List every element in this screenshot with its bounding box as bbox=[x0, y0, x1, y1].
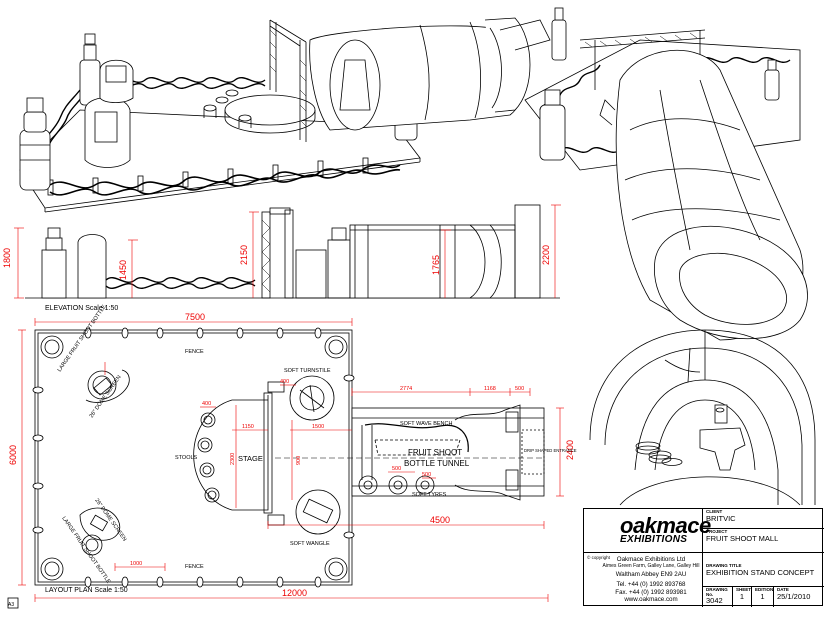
company-name: Oakmace Exhibitions Ltd bbox=[616, 556, 686, 563]
title-block: oakmace EXHIBITIONS © copyright Oakmace … bbox=[583, 508, 824, 607]
truss-arch-left bbox=[269, 19, 307, 142]
dim-6000: 6000 bbox=[8, 445, 18, 465]
date-value: 25/1/2010 bbox=[777, 591, 811, 601]
truss-elevation bbox=[261, 207, 294, 299]
label-fence-bottom: FENCE bbox=[185, 564, 204, 570]
edition-value: 1 bbox=[760, 591, 765, 601]
phone: Tel. +44 (0) 1992 893768 bbox=[616, 581, 686, 589]
sheet-label: SHEET bbox=[736, 587, 752, 592]
stools-3d bbox=[203, 89, 252, 128]
dim-500-tyre-gap: 500 bbox=[422, 472, 431, 478]
dim-2400: 2400 bbox=[565, 440, 575, 460]
dim-1800: 1800 bbox=[2, 248, 12, 268]
website: www.oakmace.com bbox=[624, 596, 678, 604]
edition-cell: EDITION 1 bbox=[751, 586, 773, 607]
tunnel-interior-view bbox=[589, 329, 816, 506]
bottle-tunnel-3d bbox=[599, 49, 808, 341]
large-bottle-back bbox=[79, 33, 101, 106]
elevation-caption: ELEVATION Scale 1:50 bbox=[45, 305, 118, 312]
dim-12000: 12000 bbox=[282, 588, 307, 598]
layout-dim-labels: 7500 6000 12000 4500 2400 bbox=[8, 312, 575, 598]
dim-1450: 1450 bbox=[118, 260, 128, 280]
dim-500-tyres: 500 bbox=[392, 466, 401, 472]
company-logo: oakmace EXHIBITIONS bbox=[620, 513, 711, 545]
layout-dimensions bbox=[18, 318, 564, 602]
drawing-title-value: EXHIBITION STAND CONCEPT bbox=[706, 567, 815, 577]
dim-4500: 4500 bbox=[430, 515, 450, 525]
large-bottle-left bbox=[19, 97, 51, 191]
bottle-screen-top-plan bbox=[85, 369, 130, 403]
dim-1000: 1000 bbox=[130, 561, 142, 567]
fence-posts-front bbox=[47, 157, 369, 196]
date-label: DATE bbox=[777, 587, 789, 592]
dim-400-turnstile: 400 bbox=[280, 379, 289, 385]
dim-1168: 1168 bbox=[484, 386, 496, 392]
label-sheet-size: A3 bbox=[8, 602, 14, 608]
sheet-cell: SHEET 1 bbox=[732, 586, 751, 607]
sheet-value: 1 bbox=[739, 591, 745, 601]
edition-label: EDITION bbox=[755, 587, 774, 592]
fax: Fax. +44 (0) 1992 893981 bbox=[615, 588, 687, 596]
dim-7500: 7500 bbox=[185, 312, 205, 322]
bottle-screen-bottom-plan bbox=[79, 507, 121, 556]
label-soft-tyres: SOFT TYRES bbox=[412, 492, 447, 498]
company-address: Oakmace Exhibitions Ltd Aimes Green Farm… bbox=[602, 556, 700, 603]
layout-caption: LAYOUT PLAN Scale 1:50 bbox=[45, 587, 128, 594]
drawing-number-cell: DRAWING No. 3042 bbox=[702, 586, 732, 607]
client-label: CLIENT bbox=[706, 509, 723, 514]
tunnel-label: FRUIT SHOOT BOTTLE TUNNEL bbox=[404, 448, 470, 468]
perspective-view-left bbox=[19, 17, 551, 213]
dim-500: 500 bbox=[515, 386, 524, 392]
label-tunnel-1: FRUIT SHOOT bbox=[408, 448, 462, 457]
label-tunnel-2: BOTTLE TUNNEL bbox=[404, 459, 470, 468]
elevation-view bbox=[25, 204, 560, 299]
logo-sub: EXHIBITIONS bbox=[620, 534, 688, 545]
dim-2150: 2150 bbox=[239, 245, 249, 265]
dim-1500: 1500 bbox=[312, 424, 324, 430]
label-stools: STOOLS bbox=[175, 455, 198, 461]
dim-1150: 1150 bbox=[242, 424, 254, 430]
dim-1765: 1765 bbox=[431, 255, 441, 275]
dim-2200: 2200 bbox=[541, 245, 551, 265]
layout-plan bbox=[7, 327, 545, 609]
label-drip-entrance: DRIP SHAPED ENTRANCE bbox=[524, 448, 577, 453]
dim-2774: 2774 bbox=[400, 386, 412, 392]
drawing-title-cell: DRAWING TITLE EXHIBITION STAND CONCEPT bbox=[702, 552, 824, 586]
copyright-mark: © copyright bbox=[587, 555, 610, 560]
logo-main: oakmace bbox=[620, 513, 711, 538]
address-line-1: Aimes Green Farm, Galley Lane, Galley Hi… bbox=[602, 563, 700, 570]
dim-900: 900 bbox=[296, 456, 302, 465]
label-wave-bench: SOFT WAVE BENCH bbox=[400, 421, 452, 427]
layout-small-dims: 2774 1168 500 1150 1500 400 400 2300 100… bbox=[130, 379, 524, 567]
date-cell: DATE 25/1/2010 bbox=[773, 586, 824, 607]
dim-400-stools: 400 bbox=[202, 401, 211, 407]
elevation-dim-labels: 1800 1450 2150 1765 2200 bbox=[2, 245, 551, 280]
elevation-dimensions bbox=[14, 204, 561, 299]
tyres-interior bbox=[635, 441, 683, 466]
fence-posts-plan bbox=[32, 327, 355, 588]
label-wangle: SOFT WANGLE bbox=[290, 541, 330, 547]
dim-2300: 2300 bbox=[230, 453, 236, 465]
copyright-text: copyright bbox=[591, 555, 610, 560]
project-cell: PROJECT FRUIT SHOOT MALL bbox=[702, 528, 824, 552]
label-stage: STAGE bbox=[238, 454, 263, 463]
perspective-view-right bbox=[524, 7, 808, 341]
address-line-2: Waltham Abbey EN9 2AU bbox=[615, 570, 687, 578]
drawing-number-value: 3042 bbox=[706, 596, 723, 606]
drawing-title-label: DRAWING TITLE bbox=[706, 563, 742, 568]
client-value: BRITVIC bbox=[706, 513, 736, 523]
client-cell: CLIENT BRITVIC bbox=[702, 509, 824, 528]
drawing-number-label: DRAWING No. bbox=[706, 587, 728, 597]
label-turnstile: SOFT TURNSTILE bbox=[284, 368, 331, 374]
project-label: PROJECT bbox=[706, 529, 728, 534]
project-value: FRUIT SHOOT MALL bbox=[706, 533, 779, 543]
label-fence-top: FENCE bbox=[185, 349, 204, 355]
